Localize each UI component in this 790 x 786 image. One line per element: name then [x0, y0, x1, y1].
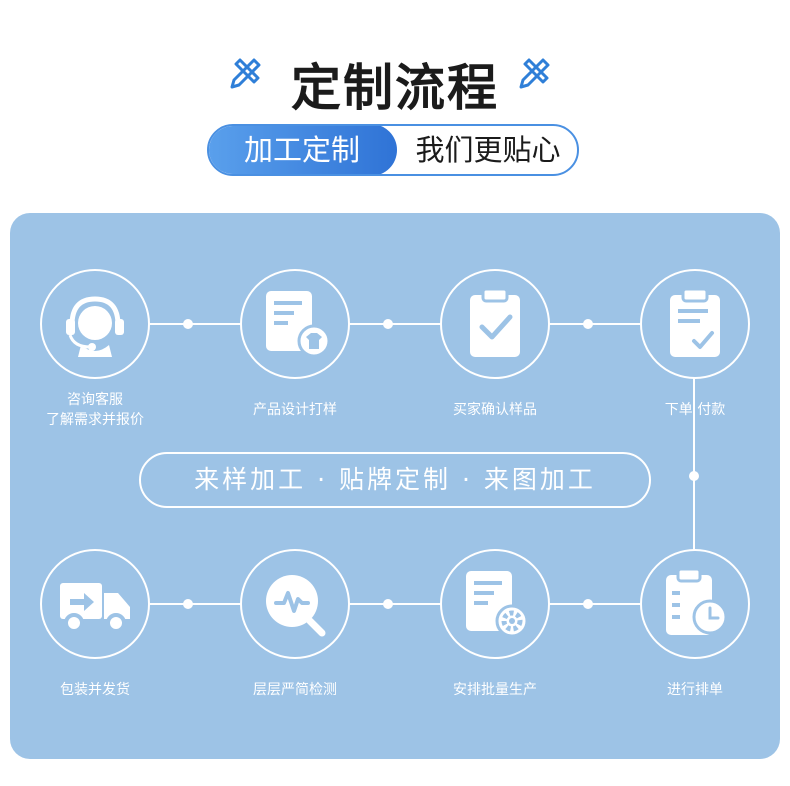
- step-design: [240, 269, 350, 379]
- step-schedule: [640, 549, 750, 659]
- order-checklist-icon: [670, 287, 720, 357]
- schedule-clock-icon: [666, 567, 728, 635]
- connector-dot: [583, 599, 593, 609]
- step-label-inspect: 层层严简检测: [253, 682, 337, 698]
- slogan-pill: 来样加工 · 贴牌定制 · 来图加工: [139, 452, 651, 508]
- step-deliver: [40, 549, 150, 659]
- clipboard-check-icon: [470, 287, 520, 357]
- connector-dot: [183, 599, 193, 609]
- connector-dot: [583, 319, 593, 329]
- step-label-deliver: 包装并发货: [60, 682, 130, 698]
- pencil-ruler-icon: [519, 58, 550, 89]
- step-inspect: [240, 549, 350, 659]
- connector-dot: [183, 319, 193, 329]
- step-label-schedule: 进行排单: [667, 682, 723, 698]
- production-gear-icon: [466, 571, 529, 638]
- page-title: 定制流程: [291, 59, 499, 117]
- delivery-truck-icon: [60, 583, 130, 633]
- pill-text: 我们更贴心: [415, 133, 561, 167]
- step-label-design: 产品设计打样: [253, 402, 337, 418]
- design-document-icon: [266, 291, 331, 358]
- step-label-consult: 咨询客服了解需求并报价: [46, 392, 144, 428]
- step-order-pay: [640, 269, 750, 379]
- pill-highlight: 加工定制: [209, 126, 397, 174]
- customer-service-icon: [66, 296, 124, 357]
- subtitle-pill: 加工定制 我们更贴心: [207, 124, 579, 176]
- inspection-magnifier-icon: [266, 575, 326, 637]
- connector-bottom: [150, 603, 640, 605]
- connector-right: [693, 378, 695, 550]
- step-consult: [40, 269, 150, 379]
- step-confirm-sample: [440, 269, 550, 379]
- step-production: [440, 549, 550, 659]
- step-label-confirm: 买家确认样品: [453, 402, 537, 418]
- connector-dot: [383, 599, 393, 609]
- connector-dot: [689, 471, 699, 481]
- connector-dot: [383, 319, 393, 329]
- step-label-order: 下单 付款: [664, 402, 726, 418]
- pencil-ruler-icon: [230, 58, 261, 89]
- step-label-production: 安排批量生产: [453, 682, 537, 698]
- connector-top: [150, 323, 640, 325]
